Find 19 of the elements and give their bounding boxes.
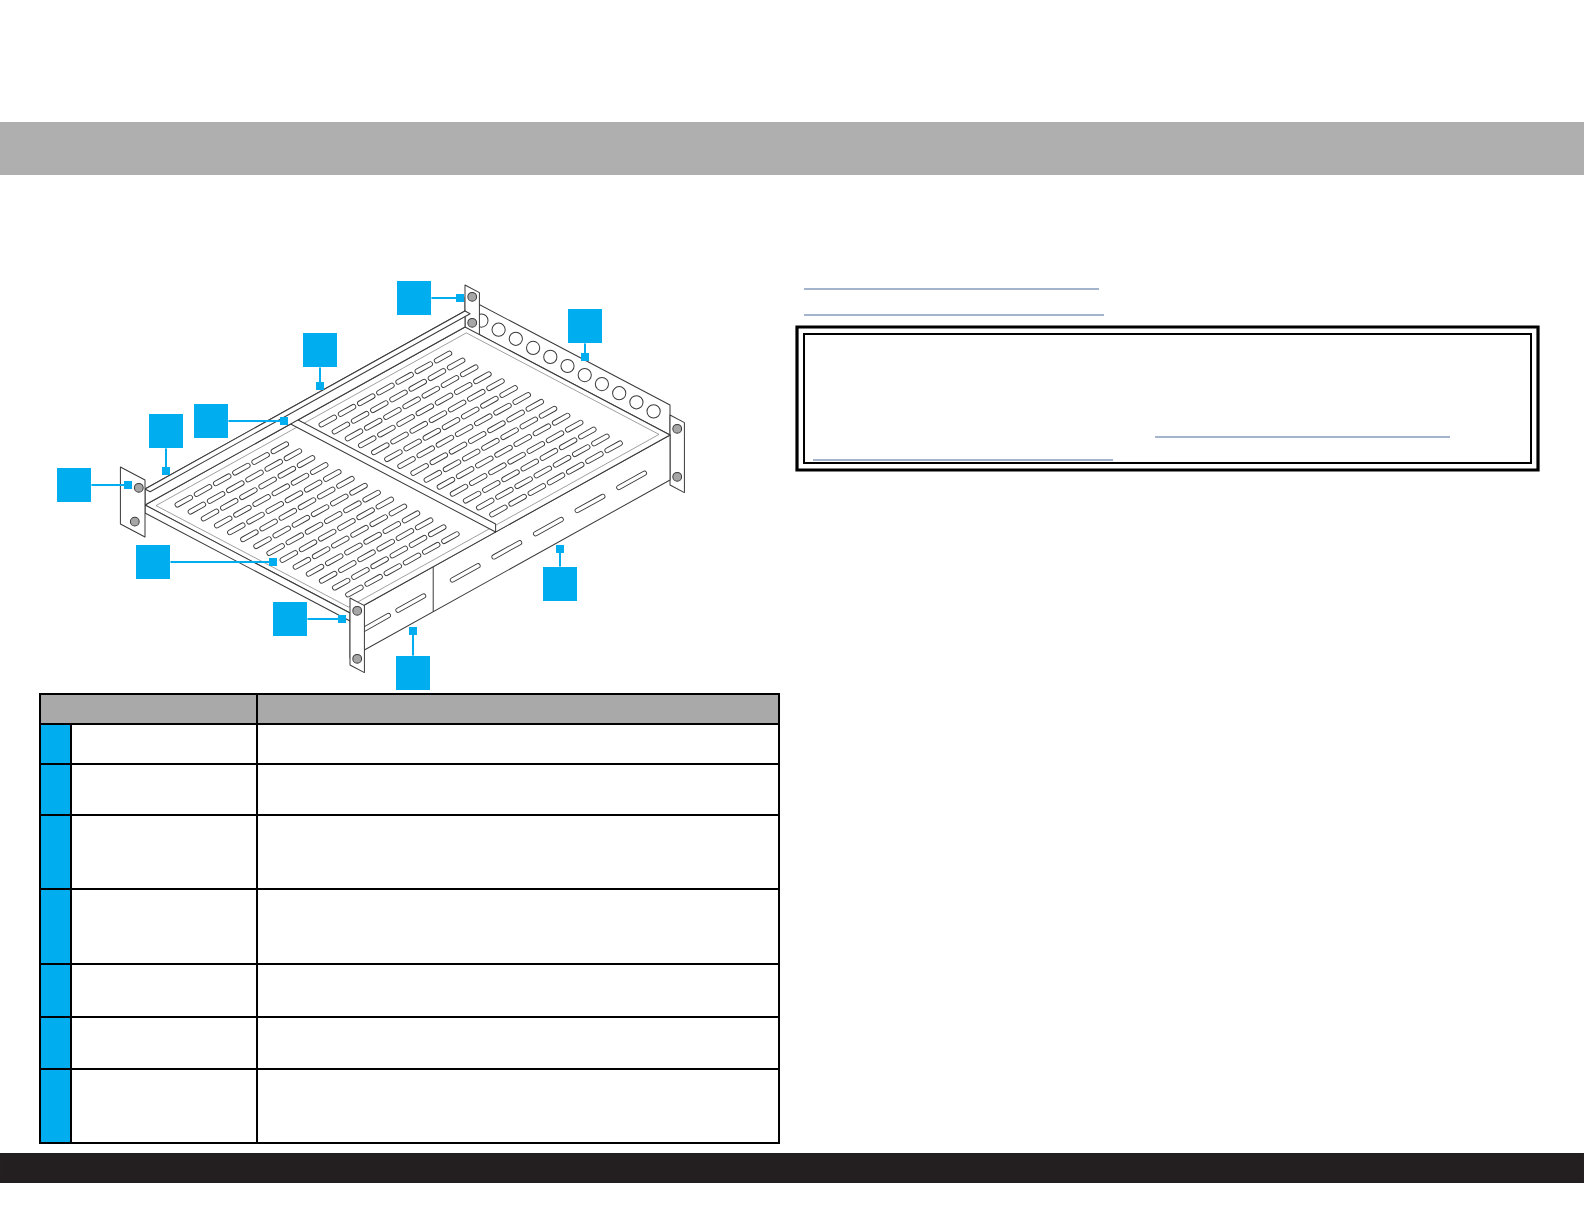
leader-line	[316, 366, 324, 390]
callout-box	[568, 309, 602, 343]
leader-line	[556, 545, 564, 568]
callout-box	[273, 602, 307, 636]
callout-box	[396, 656, 430, 690]
leader-line	[169, 558, 277, 566]
leader-line	[430, 294, 464, 302]
leader-line	[162, 447, 170, 475]
callout-box	[149, 414, 183, 448]
callout-box	[303, 333, 337, 367]
callout-box	[397, 281, 431, 315]
callout-box	[543, 567, 577, 601]
callout-box	[57, 468, 91, 502]
leader-line	[306, 615, 346, 623]
callout-box	[136, 545, 170, 579]
callout-box	[194, 404, 228, 438]
leader-line	[409, 627, 417, 657]
leader-line	[227, 417, 288, 425]
leader-line	[581, 342, 589, 361]
